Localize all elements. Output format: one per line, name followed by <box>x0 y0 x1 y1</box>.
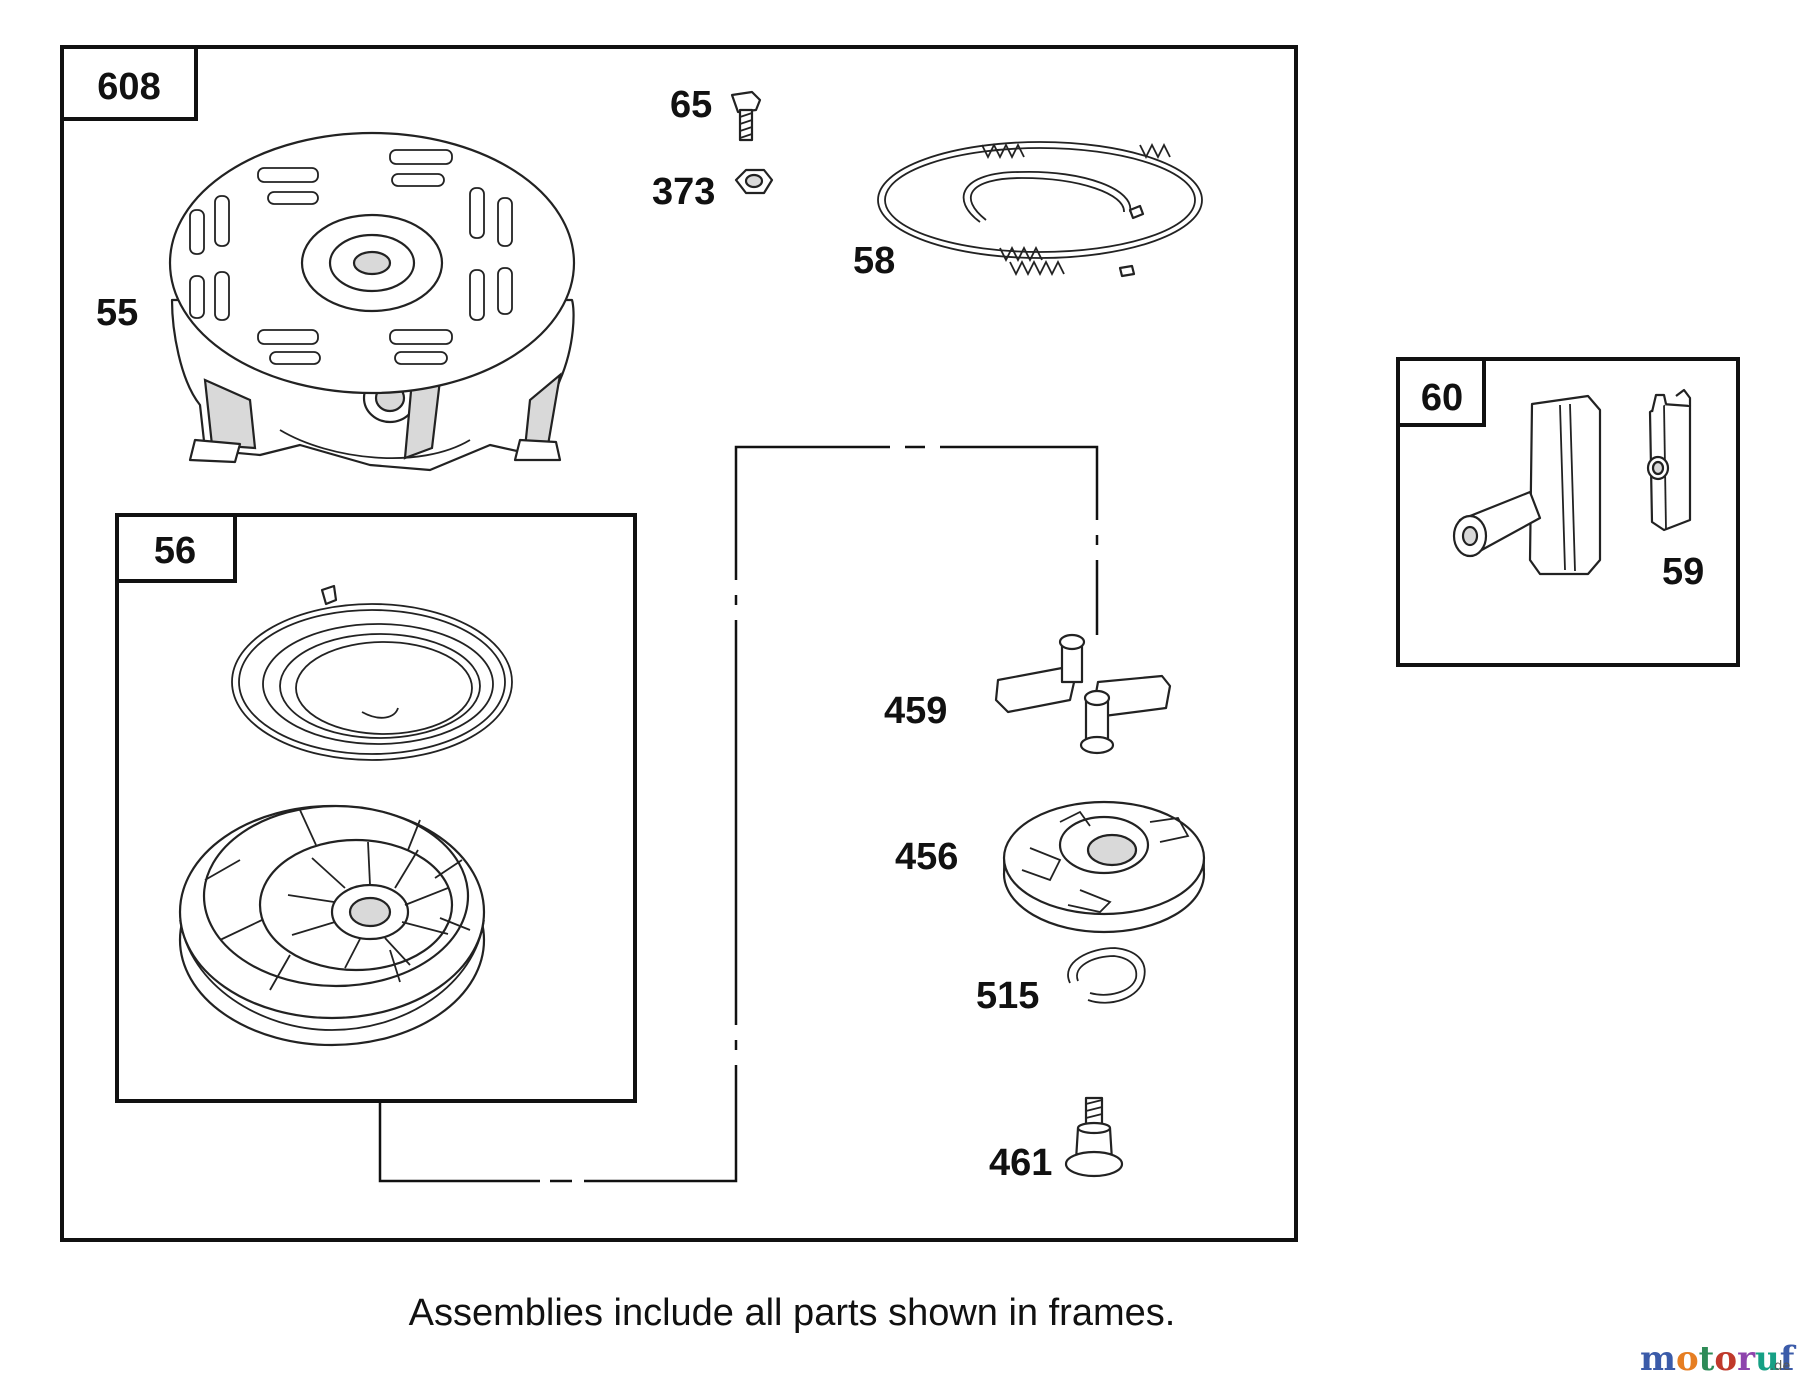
leader-lines <box>378 445 1099 1183</box>
starter-handle <box>1452 394 1602 576</box>
assembly-608-frame: 608 <box>60 45 1298 1242</box>
watermark-letter: o <box>1714 1339 1737 1379</box>
label-459: 459 <box>884 690 947 732</box>
watermark-suffix: .de <box>1770 1359 1790 1374</box>
label-59: 59 <box>1662 551 1704 593</box>
label-515: 515 <box>976 975 1039 1017</box>
assembly-56-frame: 56 <box>115 513 637 1103</box>
svg-text:motoruf: motoruf <box>1640 1339 1797 1379</box>
pawls-459 <box>994 633 1172 755</box>
watermark-letter: r <box>1737 1339 1756 1379</box>
recoil-spring <box>231 584 513 761</box>
label-373: 373 <box>652 171 715 213</box>
nut-373 <box>734 168 774 195</box>
ratchet-456 <box>1002 800 1206 934</box>
watermark-letter: t <box>1699 1339 1715 1379</box>
assembly-60-frame: 60 <box>1396 357 1740 667</box>
watermark-letter: m <box>1640 1339 1676 1379</box>
assembly-60-label: 60 <box>1421 377 1463 419</box>
starter-pulley <box>178 804 486 1047</box>
starter-housing-55 <box>168 131 576 472</box>
rope-58 <box>877 141 1203 278</box>
label-65: 65 <box>670 84 712 126</box>
label-55: 55 <box>96 292 138 334</box>
watermark-letter: u <box>1755 1339 1780 1379</box>
handle-insert-59 <box>1646 388 1692 532</box>
assembly-56-label: 56 <box>154 530 196 572</box>
retainer-screw-461 <box>1064 1096 1124 1178</box>
screw-65 <box>730 90 762 142</box>
watermark-letter: o <box>1676 1339 1699 1379</box>
motoruf-watermark: motoruf .de <box>1640 1339 1797 1379</box>
watermark-letter: f <box>1780 1339 1797 1379</box>
assembly-608-label: 608 <box>97 66 160 108</box>
label-58: 58 <box>853 240 895 282</box>
retaining-ring-515 <box>1067 947 1146 1004</box>
footer-caption: Assemblies include all parts shown in fr… <box>409 1292 1176 1334</box>
label-461: 461 <box>989 1142 1052 1184</box>
label-456: 456 <box>895 836 958 878</box>
